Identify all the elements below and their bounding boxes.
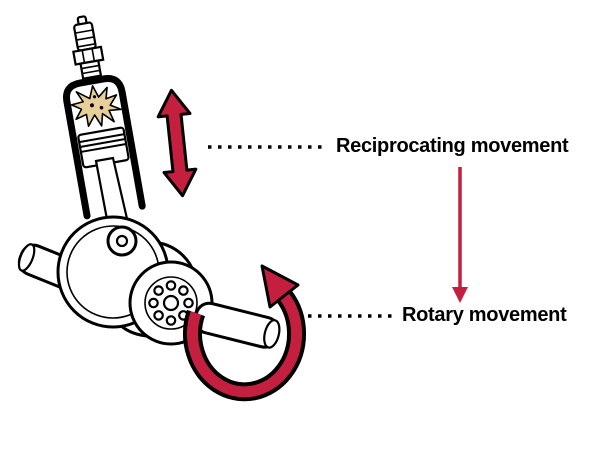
label-connector-arrow-icon (452, 167, 468, 303)
rotary-arrow-icon (183, 264, 306, 402)
piston-assembly (63, 15, 146, 220)
rotary-movement-label: Rotary movement (402, 304, 567, 326)
spark-plug-icon (72, 15, 105, 83)
reciprocating-arrow-icon (156, 88, 198, 198)
reciprocating-movement-label: Reciprocating movement (336, 135, 569, 157)
combustion-burst-icon (70, 85, 122, 128)
crankshaft (17, 215, 281, 349)
